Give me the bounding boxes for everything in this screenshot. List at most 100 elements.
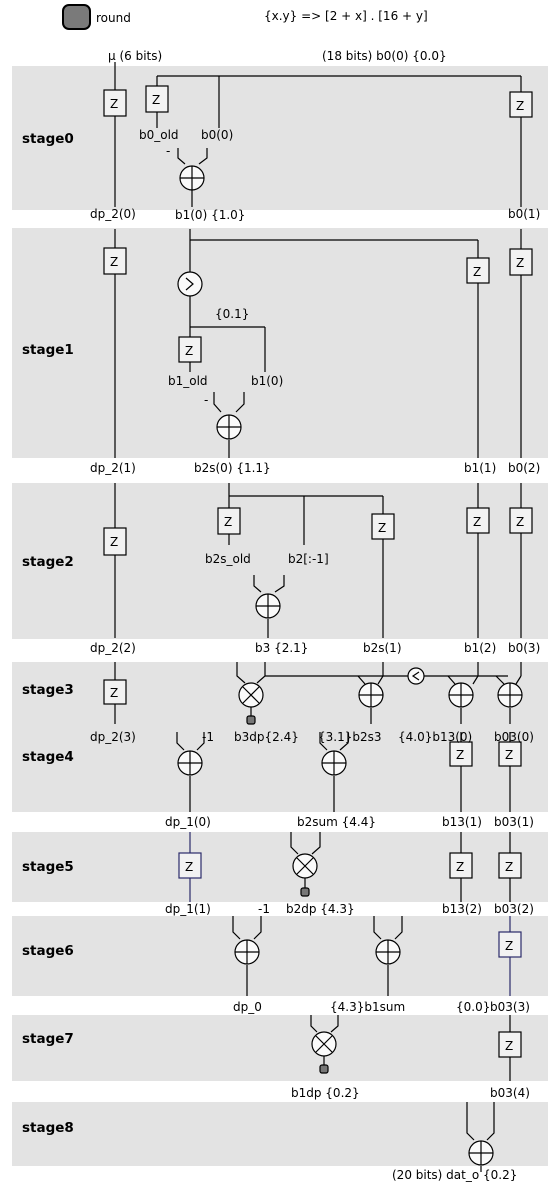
registers: Z Z Z Z Z Z Z Z Z Z Z Z Z Z Z Z Z Z Z Z xyxy=(103,85,533,1058)
signal-label: b1dp {0.2} xyxy=(291,1086,360,1100)
signal-label: dp_1(0) xyxy=(165,815,211,829)
svg-text:Z: Z xyxy=(110,97,118,111)
register-z: Z xyxy=(498,1031,522,1058)
register-z: Z xyxy=(103,679,127,705)
signal-label: b0(1) xyxy=(508,207,540,221)
svg-text:Z: Z xyxy=(185,344,193,358)
shift-right-icon xyxy=(177,271,203,297)
svg-text:Z: Z xyxy=(110,255,118,269)
band-stage1 xyxy=(12,228,548,458)
signal-label: b3dp{2.4} xyxy=(234,730,299,744)
round-label: round xyxy=(96,11,131,25)
register-z: Z xyxy=(145,85,169,113)
register-z: Z xyxy=(509,507,533,534)
output-label: (20 bits) dat_o {0.2} xyxy=(392,1168,517,1182)
minus-sign: - xyxy=(166,144,170,158)
signal-label: b2sum {4.4} xyxy=(297,815,376,829)
round-marker xyxy=(246,715,256,725)
shift-left-icon xyxy=(407,667,425,685)
svg-text:Z: Z xyxy=(505,939,513,953)
stage-label-6: stage6 xyxy=(22,943,74,959)
adder-icon xyxy=(375,939,401,965)
stage-label-4: stage4 xyxy=(22,749,74,765)
signal-label: -1 xyxy=(258,902,270,916)
signal-label: b03(4) xyxy=(490,1086,530,1100)
signal-label: b0_old xyxy=(139,128,179,142)
stage-label-7: stage7 xyxy=(22,1031,74,1047)
signal-label: b1(0) {1.0} xyxy=(175,208,245,222)
register-z: Z xyxy=(466,257,490,284)
svg-text:Z: Z xyxy=(185,860,193,874)
band-stage2 xyxy=(12,483,548,639)
legend: round {x.y} => [2 + x] . [16 + y] xyxy=(62,4,428,30)
band-stage6 xyxy=(12,916,548,996)
signal-label: {0.1} xyxy=(215,307,249,321)
adders xyxy=(177,165,523,1166)
band-stage8 xyxy=(12,1102,548,1166)
svg-text:Z: Z xyxy=(378,521,386,535)
register-z: Z xyxy=(509,91,533,118)
input-b0: (18 bits) b0(0) {0.0} xyxy=(322,49,447,63)
svg-text:Z: Z xyxy=(110,686,118,700)
labels: μ (6 bits) (18 bits) b0(0) {0.0} b0_old … xyxy=(90,49,540,1182)
register-z: Z xyxy=(498,852,522,879)
register-z: Z xyxy=(509,248,533,276)
shifters xyxy=(177,271,425,685)
svg-text:Z: Z xyxy=(516,256,524,270)
svg-text:Z: Z xyxy=(516,99,524,113)
signal-label: {4.0}b13(0) xyxy=(398,730,472,744)
signal-label: {3.1}b2s3 xyxy=(318,730,382,744)
signal-label: b0(3) xyxy=(508,641,540,655)
multipliers xyxy=(238,682,337,1074)
svg-text:Z: Z xyxy=(456,748,464,762)
stage-label-0: stage0 xyxy=(22,131,74,147)
adder-icon xyxy=(448,682,474,708)
signal-label: b0(2) xyxy=(508,461,540,475)
register-z: Z xyxy=(178,852,202,879)
signal-label: b3 {2.1} xyxy=(255,641,308,655)
signal-label: b1_old xyxy=(168,374,208,388)
signal-label: -1 xyxy=(202,730,214,744)
svg-text:Z: Z xyxy=(516,515,524,529)
signal-label: b2s(0) {1.1} xyxy=(194,461,271,475)
signal-label: b13(1) xyxy=(442,815,482,829)
svg-text:Z: Z xyxy=(110,535,118,549)
round-marker xyxy=(300,887,310,897)
adder-icon xyxy=(321,750,347,776)
stage-label-5: stage5 xyxy=(22,859,74,875)
round-swatch xyxy=(62,4,91,30)
adder-icon xyxy=(177,750,203,776)
signal-label: {4.3}b1sum xyxy=(330,1000,405,1014)
signal-label: b03(1) xyxy=(494,815,534,829)
signal-label: dp_2(3) xyxy=(90,730,136,744)
multiplier-icon xyxy=(292,853,318,879)
svg-text:Z: Z xyxy=(473,515,481,529)
stage-label-3: stage3 xyxy=(22,682,74,698)
signal-label: b2s_old xyxy=(205,552,251,566)
register-z: Z xyxy=(449,741,473,767)
register-z: Z xyxy=(449,852,473,879)
stage-labels: stage0 stage1 stage2 stage3 stage4 stage… xyxy=(22,131,74,1136)
signal-label: {0.0} xyxy=(456,1000,490,1014)
register-z: Z xyxy=(498,741,522,767)
register-z: Z xyxy=(103,89,127,117)
band-stage0 xyxy=(12,66,548,210)
adder-icon xyxy=(179,165,205,191)
register-z: Z xyxy=(103,247,127,275)
svg-text:Z: Z xyxy=(505,748,513,762)
signal-label: dp_2(1) xyxy=(90,461,136,475)
signal-label: b03(0) xyxy=(494,730,534,744)
signal-label: b0(0) xyxy=(201,128,233,142)
signal-label: b13(2) xyxy=(442,902,482,916)
format-formula: {x.y} => [2 + x] . [16 + y] xyxy=(264,9,428,23)
round-marker xyxy=(319,1064,329,1074)
svg-text:Z: Z xyxy=(473,265,481,279)
register-z: Z xyxy=(178,336,202,363)
signal-label: dp_1(1) xyxy=(165,902,211,916)
adder-icon xyxy=(468,1140,494,1166)
svg-text:Z: Z xyxy=(152,93,160,107)
minus-sign: - xyxy=(204,393,208,407)
adder-icon xyxy=(497,682,523,708)
svg-text:Z: Z xyxy=(505,1039,513,1053)
